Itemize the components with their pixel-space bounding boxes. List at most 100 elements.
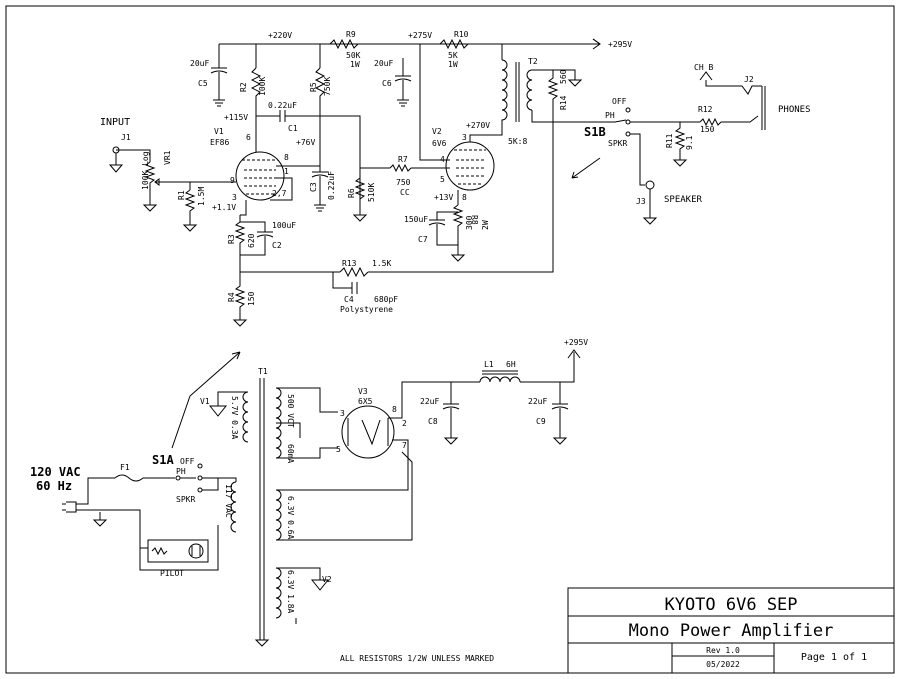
c1-value: 0.22uF <box>268 101 297 110</box>
j3-ground <box>642 189 658 225</box>
v2-pin5: 5 <box>440 175 445 184</box>
r9-value: 50K <box>346 51 361 60</box>
t2-sec-out <box>531 110 600 123</box>
c3-ground <box>314 204 326 212</box>
c4-value: 680pF <box>374 295 398 304</box>
c7-capacitor <box>428 219 458 246</box>
r4-resistor <box>234 272 246 320</box>
r7-value: 750 <box>396 178 411 187</box>
r3-value: 620 <box>247 233 256 248</box>
v3-pin2: 2 <box>402 419 407 428</box>
c5-value: 20uF <box>190 59 209 68</box>
input-label: INPUT <box>100 117 130 128</box>
s1b-ph: PH <box>605 111 615 120</box>
c8-ground <box>443 437 459 445</box>
gang-arrow-s1a <box>171 351 241 449</box>
r10-name: R10 <box>454 30 469 39</box>
r12-wire <box>721 115 759 123</box>
r8-value: 300 <box>465 215 474 230</box>
r3-resistor <box>234 221 246 272</box>
r14-value: 560 <box>559 69 568 84</box>
s1b-ph-contact <box>625 119 631 125</box>
v3-electrodes <box>347 418 389 446</box>
c6-ground <box>397 99 409 107</box>
fb-wire-right <box>368 100 554 273</box>
r3-name: R3 <box>227 234 236 244</box>
r11-name: R11 <box>665 133 674 148</box>
r4-value: 150 <box>247 291 256 306</box>
c5-capacitor <box>210 44 228 100</box>
v1-tube <box>235 151 285 201</box>
v1-heater <box>208 405 228 417</box>
v3-tube <box>341 405 395 459</box>
v2-screen-wire <box>419 44 450 161</box>
s1a-spkr-out <box>202 478 219 491</box>
v11-label: +1.1V <box>212 203 236 212</box>
c6-value: 20uF <box>374 59 393 68</box>
c4-type: Polystyrene <box>340 305 393 314</box>
s1a-pivot <box>175 475 181 481</box>
r12-resistor <box>699 117 722 127</box>
c4-capacitor <box>351 282 358 294</box>
f1-fuse <box>114 474 144 482</box>
t2-primary-top <box>485 43 503 60</box>
speaker-label: SPEAKER <box>664 195 703 205</box>
arrow-295-head <box>592 38 601 50</box>
t2-sec-ground <box>567 79 583 87</box>
v13-label: +13V <box>434 193 453 202</box>
title-line1: KYOTO 6V6 SEP <box>664 595 797 615</box>
r6-resistor <box>354 177 366 215</box>
s1b-spkr-contact <box>625 131 631 137</box>
f1-name: F1 <box>120 463 130 472</box>
t2-ratio: 5K:8 <box>508 137 527 146</box>
r2-resistor <box>250 67 262 135</box>
c9-ground <box>552 437 568 445</box>
r7-name: R7 <box>398 155 408 164</box>
s1a-spkr: SPKR <box>176 495 195 504</box>
hv-top-wire <box>276 387 338 413</box>
v1-pin8: 8 <box>284 153 289 162</box>
c3-value: 0.22uF <box>327 171 336 200</box>
v2-tube <box>445 141 495 191</box>
v3-pin7: 7 <box>402 441 407 450</box>
j2-chb-wire <box>699 71 762 95</box>
s1b-spkr: SPKR <box>608 139 627 148</box>
v115-label: +115V <box>224 113 248 122</box>
r8-name: R8 <box>470 215 479 225</box>
phones-label: PHONES <box>778 105 811 115</box>
r8-resistor <box>452 204 464 255</box>
c4-wires <box>332 272 352 289</box>
r6-value: 510K <box>367 183 376 202</box>
v2-electrodes <box>454 149 486 185</box>
s1b-blade <box>600 119 627 123</box>
t2-primary <box>501 59 508 124</box>
fil2-wires <box>276 567 321 580</box>
date-label: 05/2022 <box>706 660 740 669</box>
vr1-name: VR1 <box>163 150 172 165</box>
v2-pin8: 8 <box>462 193 467 202</box>
chassis-ground <box>92 512 108 527</box>
title-line2: Mono Power Amplifier <box>629 621 834 641</box>
v1-electrodes <box>242 159 278 195</box>
gang-arrow-s1b <box>571 157 601 179</box>
vr1-value: 100K Log <box>141 151 150 190</box>
s1a-name: S1A <box>152 453 174 467</box>
t1-sec-fil2 <box>275 567 282 619</box>
t1-core-ground <box>254 639 270 647</box>
vr1-ground <box>142 204 158 212</box>
j2-jack <box>761 86 766 130</box>
r12-name: R12 <box>698 105 713 114</box>
r11-ground <box>672 159 688 167</box>
rev-label: Rev 1.0 <box>706 646 740 655</box>
c2-value: 100uF <box>272 221 296 230</box>
t1-primary <box>230 481 237 533</box>
r13-value: 1.5K <box>372 259 391 268</box>
hv-current: 60mA <box>286 444 295 463</box>
c6-name: C6 <box>382 79 392 88</box>
c5-name: C5 <box>198 79 208 88</box>
pilot-label: PILOT <box>160 569 184 578</box>
mains-freq: 60 Hz <box>36 479 72 493</box>
v1-pin3: 3 <box>232 193 237 202</box>
v76-label: +76V <box>296 138 315 147</box>
